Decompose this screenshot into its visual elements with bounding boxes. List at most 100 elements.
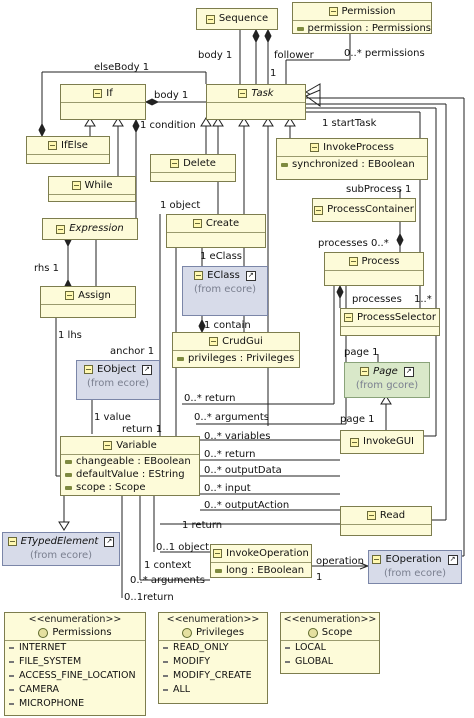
class-name: EObject (97, 364, 136, 375)
label-subprocess: subProcess 1 (346, 184, 412, 195)
enum-literal: FILE_SYSTEM (5, 655, 145, 669)
enum-literal: INTERNET (5, 641, 145, 655)
class-name: Task (251, 88, 274, 99)
enum-permissions[interactable]: <<enumeration>> Permissions INTERNET FIL… (4, 612, 146, 716)
class-icon (209, 337, 219, 346)
class-name: InvokeOperation (226, 548, 309, 559)
class-icon (360, 367, 370, 376)
class-ifelse[interactable]: IfElse (26, 136, 110, 164)
class-delete[interactable]: Delete (150, 154, 236, 182)
class-icon (84, 365, 94, 374)
class-expression[interactable]: Expression (42, 218, 138, 240)
label-arguments-0: 0..* arguments (194, 412, 270, 423)
enum-literal: GLOBAL (281, 655, 379, 669)
enum-privileges[interactable]: <<enumeration>> Privileges READ_ONLY MOD… (158, 612, 268, 704)
class-name: EOperation (385, 554, 442, 565)
enum-stereotype: <<enumeration>> (166, 614, 260, 625)
class-name: Page (373, 366, 398, 377)
class-name: Read (379, 510, 406, 521)
label-return01: 0..1return (124, 592, 174, 603)
label-return1: return 1 (122, 424, 163, 435)
label-object1: 1 object (160, 200, 201, 211)
label-arguments-c: 0..* arguments (130, 575, 206, 586)
enum-scope[interactable]: <<enumeration>> Scope LOCAL GLOBAL (280, 612, 380, 674)
class-name: Delete (183, 158, 216, 169)
enum-name: Privileges (195, 627, 245, 638)
label-anchor: anchor 1 (110, 346, 155, 357)
attribute: long : EBoolean (211, 563, 311, 578)
attribute-icon (65, 472, 72, 477)
class-task[interactable]: Task (206, 84, 306, 120)
label-operation: operation (316, 556, 365, 567)
enumeration-icon (307, 628, 318, 638)
label-outputaction: 0..* outputAction (204, 500, 290, 511)
external-link-icon: ↗ (245, 270, 256, 281)
class-assign[interactable]: Assign (40, 286, 136, 318)
class-icon (372, 555, 382, 564)
class-name: EClass (207, 270, 240, 281)
class-invokegui[interactable]: InvokeGUI (340, 430, 424, 454)
attribute-icon (215, 568, 222, 573)
class-name: IfElse (61, 140, 88, 151)
label-starttask: 1 startTask (322, 118, 377, 129)
label-processes2-mult: 1..* (414, 294, 432, 305)
label-input: 0..* input (204, 483, 251, 494)
label-processes1: processes 0..* (318, 238, 389, 249)
label-eclass1: 1 eClass (200, 251, 243, 262)
class-process[interactable]: Process (324, 252, 424, 286)
class-icon (310, 143, 320, 152)
class-crudgui[interactable]: CrudGui privileges : Privileges (172, 332, 300, 368)
external-link-icon: ↗ (447, 554, 458, 565)
class-if[interactable]: If (60, 84, 146, 120)
class-icon (170, 159, 180, 168)
label-processes2: processes (352, 294, 402, 305)
class-icon (213, 549, 223, 558)
class-source: (from ecore) (193, 284, 257, 295)
class-invokeoperation[interactable]: InvokeOperation long : EBoolean (210, 544, 312, 578)
label-contain: 1 contain (204, 320, 251, 331)
enum-literal: MODIFY (159, 655, 267, 669)
label-page1b: page 1 (340, 414, 375, 425)
class-variable[interactable]: Variable changeable : EBoolean defaultVa… (60, 436, 200, 496)
enum-name: Scope (321, 627, 353, 638)
class-icon (314, 205, 324, 215)
class-icon (238, 89, 248, 98)
class-eoperation[interactable]: EOperation↗ (from ecore) (368, 550, 462, 584)
class-etypedelement[interactable]: ETypedElement↗ (from ecore) (2, 532, 120, 566)
class-name: While (84, 180, 113, 191)
label-body1-sequence: body 1 (198, 50, 233, 61)
class-while[interactable]: While (48, 176, 136, 202)
class-icon (350, 437, 360, 447)
class-invokeprocess[interactable]: InvokeProcess synchronized : EBoolean (276, 138, 428, 180)
attribute: permission : Permissions (293, 21, 431, 36)
class-icon (205, 14, 215, 24)
class-icon (194, 271, 204, 280)
class-eobject[interactable]: EObject↗ (from ecore) (76, 360, 160, 400)
class-name: ProcessSelector (356, 312, 436, 323)
class-permission[interactable]: Permission permission : Permissions (292, 2, 432, 34)
class-sequence[interactable]: Sequence (196, 8, 278, 30)
class-name: InvokeGUI (363, 436, 414, 447)
class-processcontainer[interactable]: ProcessContainer (312, 198, 416, 222)
class-name: Permission (341, 6, 396, 17)
class-icon (93, 89, 103, 98)
enumeration-icon (181, 628, 192, 638)
class-icon (7, 537, 17, 546)
label-return-0: 0..* return (184, 393, 236, 404)
class-page[interactable]: Page↗ (from gcore) (344, 362, 430, 398)
class-name: If (106, 88, 113, 99)
class-icon (343, 313, 353, 322)
class-create[interactable]: Create (166, 214, 266, 248)
class-name: Process (361, 256, 400, 267)
class-eclass[interactable]: EClass ↗ (from ecore) (182, 266, 268, 316)
class-icon (366, 511, 376, 520)
enum-literal: ALL (159, 683, 267, 697)
label-follower-mult: 1 (270, 68, 277, 79)
class-name: ProcessContainer (327, 204, 414, 215)
attribute-icon (281, 162, 288, 167)
class-processselector[interactable]: ProcessSelector (340, 308, 440, 336)
attribute: scope : Scope (61, 481, 199, 494)
label-return1b: 1 return (182, 520, 223, 531)
class-read[interactable]: Read (340, 506, 432, 536)
class-icon (71, 181, 81, 190)
